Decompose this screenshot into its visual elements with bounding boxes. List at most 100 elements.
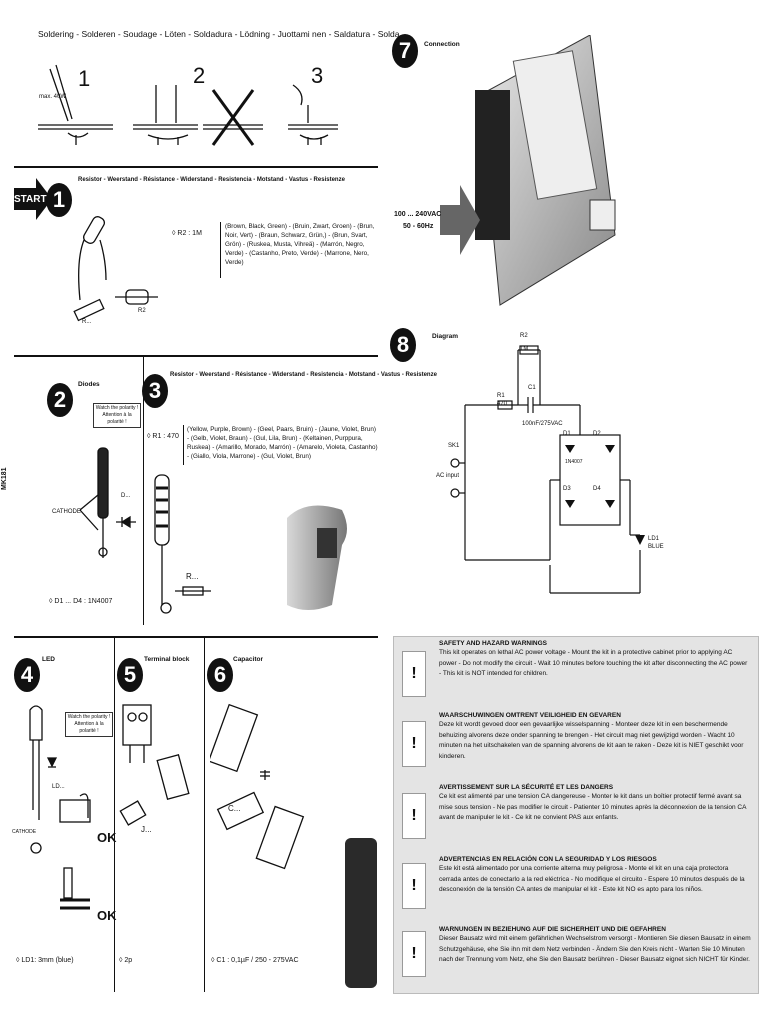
start-label: START bbox=[14, 194, 47, 205]
step-3-number: 3 bbox=[142, 374, 168, 408]
warning-icon: ! bbox=[402, 793, 426, 839]
warning-body: Ce kit est alimenté par une tension CA d… bbox=[439, 793, 747, 821]
warning-title: SAFETY AND HAZARD WARNINGS bbox=[439, 640, 547, 647]
step-1-number: 1 bbox=[46, 183, 72, 217]
cathode-label: CATHODE bbox=[52, 509, 81, 515]
step-5-number: 5 bbox=[117, 658, 143, 692]
warning-section-nl: WAARSCHUWINGEN OMTRENT VEILIGHEID EN GEV… bbox=[439, 711, 751, 762]
r2-label: R2 bbox=[520, 333, 528, 339]
polarity-note: Watch the polarity ! Attention à la pola… bbox=[65, 712, 113, 737]
c1-label: C1 bbox=[528, 385, 536, 391]
step-6-title: Capacitor bbox=[233, 656, 263, 663]
warning-body: Este kit está alimentado por una corrien… bbox=[439, 865, 745, 893]
step-6-c-label: C... bbox=[228, 804, 241, 813]
divider bbox=[14, 166, 378, 168]
step-4-title: LED bbox=[42, 656, 55, 663]
ok-label: OK bbox=[97, 830, 117, 845]
step-7-title: Connection bbox=[424, 41, 460, 48]
diode-illustration bbox=[79, 447, 136, 558]
step-1-r-label: R... bbox=[82, 319, 92, 325]
polarity-note: Watch the polarity ! Attention à la pola… bbox=[93, 403, 141, 428]
step-1-colors: (Brown, Black, Green) - (Bruin, Zwart, G… bbox=[225, 223, 375, 266]
warning-section-fr: AVERTISSEMENT SUR LA SÉCURITÉ ET LES DAN… bbox=[439, 783, 751, 824]
warning-body: Dieser Bausatz wird mit einem gefährlich… bbox=[439, 935, 751, 963]
warning-icon: ! bbox=[402, 863, 426, 909]
divider bbox=[204, 638, 205, 992]
warning-icon: ! bbox=[402, 721, 426, 767]
solder-step-1: 1 bbox=[78, 66, 91, 91]
step-1-heading: Resistor - Weerstand - Résistance - Wide… bbox=[78, 177, 345, 183]
start-arrow-icon bbox=[14, 178, 52, 220]
step-3-colors: (Yellow, Purple, Brown) - (Geel, Paars, … bbox=[187, 426, 378, 460]
warning-section-en: SAFETY AND HAZARD WARNINGS This kit oper… bbox=[439, 639, 751, 680]
kit-photo bbox=[440, 35, 616, 306]
circuit-diagram bbox=[450, 345, 645, 594]
step-5-title: Terminal block bbox=[144, 656, 190, 663]
c1-value: 100nF/275VAC bbox=[522, 421, 563, 427]
diode-part-label: 1N4007 bbox=[565, 459, 583, 465]
warning-title: WAARSCHUWINGEN OMTRENT VEILIGHEID EN GEV… bbox=[439, 712, 621, 719]
color-divider bbox=[220, 222, 221, 278]
step-8-title: Diagram bbox=[432, 333, 459, 340]
sk1-label: SK1 bbox=[448, 443, 460, 449]
step-8-number: 8 bbox=[390, 328, 416, 362]
page-title: Soldering - Solderen - Soudage - Löten -… bbox=[38, 29, 400, 39]
warning-body: Deze kit wordt gevoed door een gevaarlij… bbox=[439, 721, 744, 760]
step-6-number: 6 bbox=[207, 658, 233, 692]
capacitor-illustration bbox=[210, 703, 305, 870]
divider bbox=[14, 636, 378, 638]
d1-label: D1 bbox=[563, 431, 571, 437]
divider bbox=[114, 638, 115, 992]
step-2-number: 2 bbox=[47, 383, 73, 417]
d2-label: D2 bbox=[593, 431, 601, 437]
warning-section-es: ADVERTENCIAS EN RELACIÓN CON LA SEGURIDA… bbox=[439, 855, 751, 896]
led-illustration bbox=[29, 705, 91, 910]
warning-title: WARNUNGEN IN BEZIEHUNG AUF DIE SICHERHEI… bbox=[439, 926, 666, 933]
step-3-r-label: R... bbox=[186, 572, 199, 581]
color-divider bbox=[183, 425, 184, 465]
r1-value: 470 bbox=[497, 401, 508, 407]
input-voltage: 100 ... 240VAC bbox=[394, 211, 442, 218]
resistor-vertical-illustration bbox=[154, 474, 211, 614]
led-label: LD... bbox=[52, 784, 65, 790]
step-5-j-label: J... bbox=[141, 825, 152, 834]
solder-power: max. 40W bbox=[39, 94, 67, 100]
ok-label: OK bbox=[97, 908, 117, 923]
ac-input-label: AC input bbox=[436, 473, 460, 479]
cathode-label: CATHODE bbox=[12, 829, 37, 835]
ld1-label: LD1 bbox=[648, 536, 660, 542]
d3-label: D3 bbox=[563, 486, 571, 492]
r1-label: R1 bbox=[497, 393, 505, 399]
side-code: MK181 bbox=[1, 467, 8, 490]
step-2-title: Diodes bbox=[78, 381, 100, 388]
device-photo bbox=[345, 838, 377, 988]
diode-label: D... bbox=[121, 493, 131, 499]
step-4-number: 4 bbox=[14, 658, 40, 692]
input-frequency: 50 - 60Hz bbox=[403, 223, 434, 230]
d4-label: D4 bbox=[593, 486, 601, 492]
soldering-illustration bbox=[38, 64, 338, 146]
step-1-r2-label: R2 bbox=[138, 308, 146, 314]
solder-step-2: 2 bbox=[193, 63, 206, 88]
step-3-part: ◊ R1 : 470 bbox=[147, 433, 179, 440]
solder-step-3: 3 bbox=[311, 63, 324, 88]
divider bbox=[143, 357, 144, 625]
step-1-part: ◊ R2 : 1M bbox=[172, 230, 202, 237]
ld1-value: BLUE bbox=[648, 544, 664, 550]
step-7-number: 7 bbox=[392, 34, 418, 68]
resistor-illustration bbox=[73, 216, 158, 322]
warning-icon: ! bbox=[402, 931, 426, 977]
hand-photo bbox=[287, 505, 347, 610]
r2-value: 1M bbox=[520, 346, 529, 352]
warnings-panel: ! SAFETY AND HAZARD WARNINGS This kit op… bbox=[393, 636, 759, 994]
step-6-part: ◊ C1 : 0,1µF / 250 - 275VAC bbox=[211, 957, 299, 964]
step-5-part: ◊ 2p bbox=[119, 957, 133, 964]
step-2-part: ◊ D1 ... D4 : 1N4007 bbox=[49, 598, 113, 605]
terminal-block-illustration bbox=[119, 704, 190, 826]
divider bbox=[14, 355, 378, 357]
warning-section-de: WARNUNGEN IN BEZIEHUNG AUF DIE SICHERHEI… bbox=[439, 925, 751, 966]
step-4-part: ◊ LD1: 3mm (blue) bbox=[16, 957, 74, 964]
warning-body: This kit operates on lethal AC power vol… bbox=[439, 649, 748, 677]
warning-title: AVERTISSEMENT SUR LA SÉCURITÉ ET LES DAN… bbox=[439, 784, 614, 791]
step-3-heading: Resistor - Weerstand - Résistance - Wide… bbox=[170, 372, 437, 378]
